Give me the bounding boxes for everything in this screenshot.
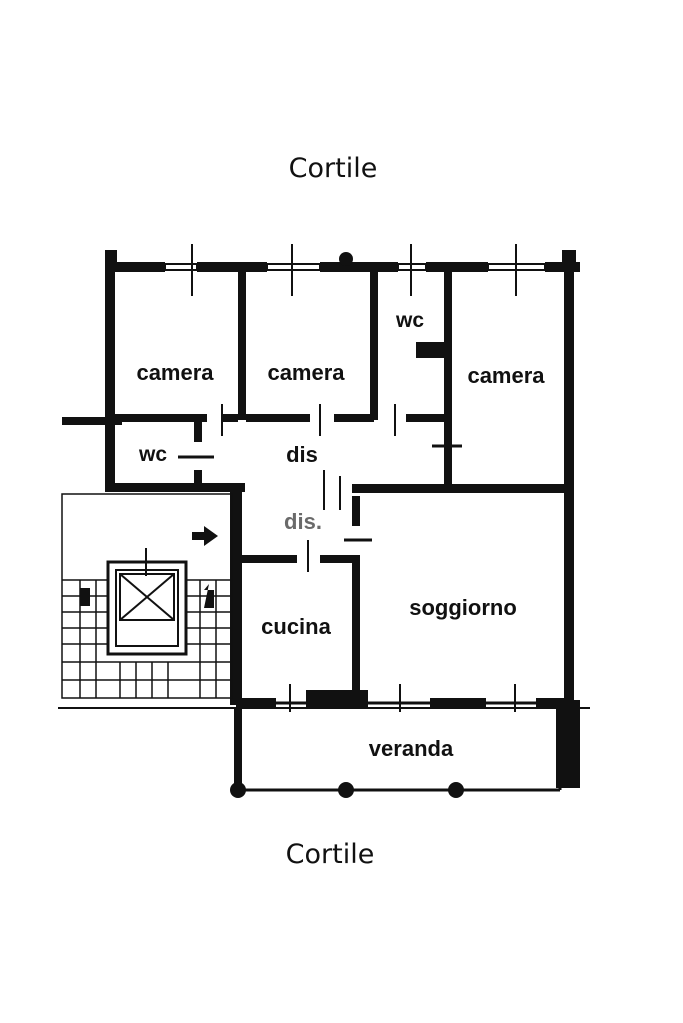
- room-label-camera-1: camera: [136, 360, 214, 385]
- veranda-structure: [230, 708, 562, 798]
- door-marks: [221, 404, 396, 572]
- elevator-cross-icon: [119, 573, 175, 621]
- courtyard-label-top: Cortile: [289, 153, 378, 184]
- room-label-cucina: cucina: [261, 614, 331, 639]
- entrance-arrow-icon: [192, 526, 218, 546]
- stair-markers: [80, 584, 214, 608]
- room-label-camera-2: camera: [267, 360, 345, 385]
- room-label-camera-3: camera: [467, 363, 545, 388]
- stairwell: [58, 493, 590, 709]
- room-label-veranda: veranda: [369, 736, 454, 761]
- courtyard-label-bottom: Cortile: [286, 839, 375, 870]
- room-label-wc-left: wc: [138, 443, 167, 466]
- room-label-dis-1: dis: [286, 442, 318, 467]
- room-label-soggiorno: soggiorno: [409, 595, 517, 620]
- room-label-dis-2: dis.: [284, 509, 322, 534]
- interior-walls: [115, 272, 574, 712]
- room-label-wc-top: wc: [395, 309, 424, 332]
